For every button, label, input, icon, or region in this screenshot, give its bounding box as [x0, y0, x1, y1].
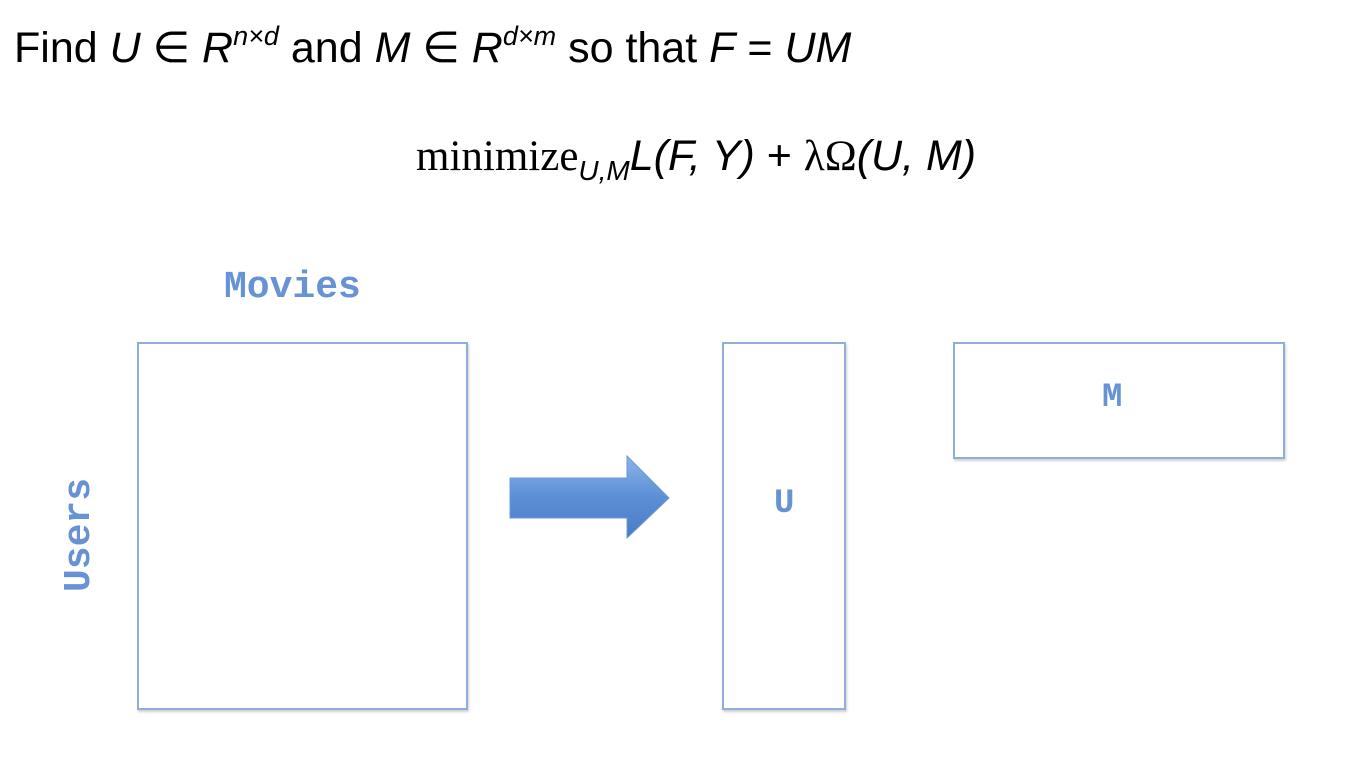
minimize-subscript: U,M [578, 155, 630, 186]
f-symbol: F [709, 24, 736, 72]
arrow-right-icon [509, 454, 670, 540]
loss-symbol: L [629, 132, 654, 180]
m-symbol: M [374, 24, 411, 72]
regularizer-arguments: (U, M) [856, 132, 977, 180]
r-symbol-1: R [202, 24, 234, 72]
minimize-word: minimize [416, 133, 579, 180]
u-matrix-box [722, 342, 846, 710]
plus-symbol: + [766, 132, 792, 180]
rating-matrix-box [137, 342, 468, 710]
find-word: Find [14, 24, 98, 72]
m-matrix-label: M [1102, 379, 1123, 417]
users-axis-label: Users [58, 477, 101, 593]
so-that-words: so that [568, 24, 698, 72]
loss-arguments: (F, Y) [653, 132, 755, 180]
and-word: and [290, 24, 363, 72]
element-of-symbol: ∈ [152, 24, 191, 72]
problem-statement: Find U ∈ Rn×d and M ∈ Rd×m so that F = U… [14, 18, 851, 83]
lambda-symbol: λ [803, 133, 825, 180]
objective-formula: minimizeU,ML(F, Y) + λΩ(U, M) [416, 126, 976, 191]
um-product: UM [784, 24, 852, 72]
movies-axis-label: Movies [224, 266, 361, 309]
u-symbol: U [109, 24, 141, 72]
equals-symbol: = [747, 24, 773, 72]
r-symbol-2: R [471, 24, 503, 72]
u-matrix-label: U [774, 485, 795, 523]
element-of-symbol-2: ∈ [422, 24, 460, 72]
m-matrix-box [953, 342, 1285, 459]
m-dimension: d×m [502, 21, 557, 51]
u-dimension: n×d [233, 21, 279, 51]
omega-symbol: Ω [824, 133, 857, 180]
